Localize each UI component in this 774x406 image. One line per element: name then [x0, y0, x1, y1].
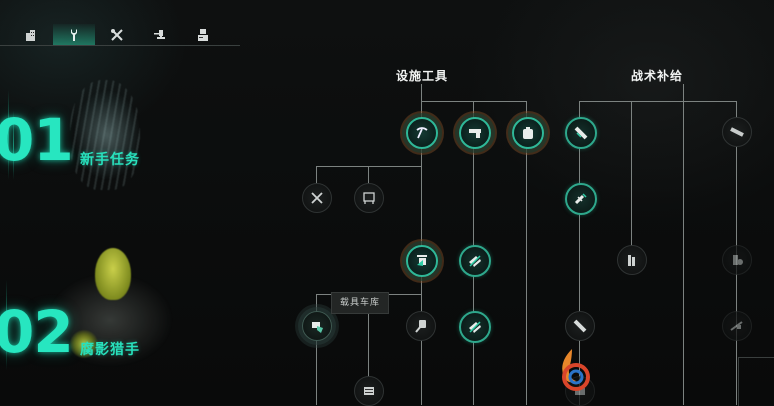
- chapter-1-number[interactable]: 01: [0, 106, 74, 174]
- crossed-tools-icon: [111, 28, 123, 41]
- tree-panel-corner: [738, 357, 774, 406]
- chapter-2-art-head: [95, 248, 131, 300]
- decor-line: [8, 90, 9, 180]
- node-grenade-belt[interactable]: [722, 117, 752, 147]
- node-bandage[interactable]: [565, 117, 597, 149]
- tree-line: [579, 101, 580, 405]
- chapter-1-art: [52, 70, 162, 220]
- node-vehicle-garage[interactable]: [302, 311, 332, 341]
- decor-line: [6, 280, 7, 370]
- ammo-icon: [469, 255, 481, 267]
- tree-line: [526, 101, 527, 405]
- category-tab-bar: [0, 24, 240, 46]
- tab-bar-divider: [0, 45, 240, 46]
- chapter-2-title[interactable]: 腐影猎手: [80, 342, 140, 358]
- crate-icon: [198, 28, 208, 41]
- chapter-1-art-detail: [70, 80, 140, 190]
- building-icon: [26, 29, 35, 41]
- decor-line: [13, 110, 14, 180]
- node-pickaxe[interactable]: [406, 117, 438, 149]
- node-medkit[interactable]: [565, 183, 597, 215]
- tab-storage[interactable]: [182, 24, 224, 45]
- node-bandage-2[interactable]: [565, 311, 595, 341]
- tab-crafting[interactable]: [96, 24, 138, 45]
- pickaxe-icon: [416, 127, 428, 139]
- node-ammo-clips-2[interactable]: [459, 311, 491, 343]
- tree-line: [368, 166, 369, 184]
- syringe-icon: [574, 193, 587, 205]
- node-repair-tools[interactable]: [302, 183, 332, 213]
- tree-line: [368, 300, 369, 378]
- node-ammo-clips[interactable]: [459, 245, 491, 277]
- node-flares[interactable]: [617, 245, 647, 275]
- node-tooltip: 载具车库: [331, 292, 390, 314]
- watermark-logo-icon: [562, 349, 590, 391]
- tree-line: [579, 101, 736, 102]
- tree-line: [631, 101, 632, 251]
- backpack-icon: [523, 127, 533, 139]
- wrench-icon: [71, 28, 77, 41]
- node-generator[interactable]: [354, 376, 384, 406]
- node-vehicle-lift[interactable]: [406, 245, 438, 277]
- chapter-2-number[interactable]: 02: [0, 298, 74, 366]
- node-glove[interactable]: [406, 311, 436, 341]
- crossed-tools-icon: [311, 192, 323, 204]
- turret-icon: [154, 29, 165, 39]
- node-pistol[interactable]: [459, 117, 491, 149]
- tab-tools[interactable]: [53, 24, 95, 45]
- category-title-tactical-supply: 战术补给: [631, 69, 684, 83]
- tree-line: [316, 294, 317, 405]
- node-backpack[interactable]: [512, 117, 544, 149]
- tab-turret[interactable]: [139, 24, 181, 45]
- bandage-icon: [573, 319, 587, 333]
- box-icon: [575, 388, 585, 395]
- tree-line: [683, 84, 684, 405]
- pistol-icon: [469, 129, 481, 138]
- tree-line: [316, 166, 317, 184]
- garage-icon: [312, 322, 323, 333]
- category-title-facility-tools: 设施工具: [396, 69, 449, 83]
- canteen-icon: [733, 255, 743, 265]
- flare-icon: [628, 255, 635, 266]
- ammo-icon: [469, 321, 481, 333]
- chapter-2-art-glow: [70, 330, 98, 358]
- node-canteen[interactable]: [722, 245, 752, 275]
- workbench-icon: [363, 192, 375, 204]
- tab-buildings[interactable]: [10, 24, 52, 45]
- rifle-icon: [730, 321, 743, 331]
- generator-icon: [364, 387, 374, 395]
- belt-icon: [730, 127, 744, 137]
- lift-icon: [417, 255, 427, 266]
- node-workbench[interactable]: [354, 183, 384, 213]
- glove-icon: [415, 320, 426, 333]
- tree-line: [421, 84, 422, 405]
- chapter-1-title[interactable]: 新手任务: [80, 152, 140, 168]
- node-rifle-mod[interactable]: [722, 311, 752, 341]
- story-chapter-panel: [0, 50, 280, 405]
- bandage-icon: [574, 126, 588, 140]
